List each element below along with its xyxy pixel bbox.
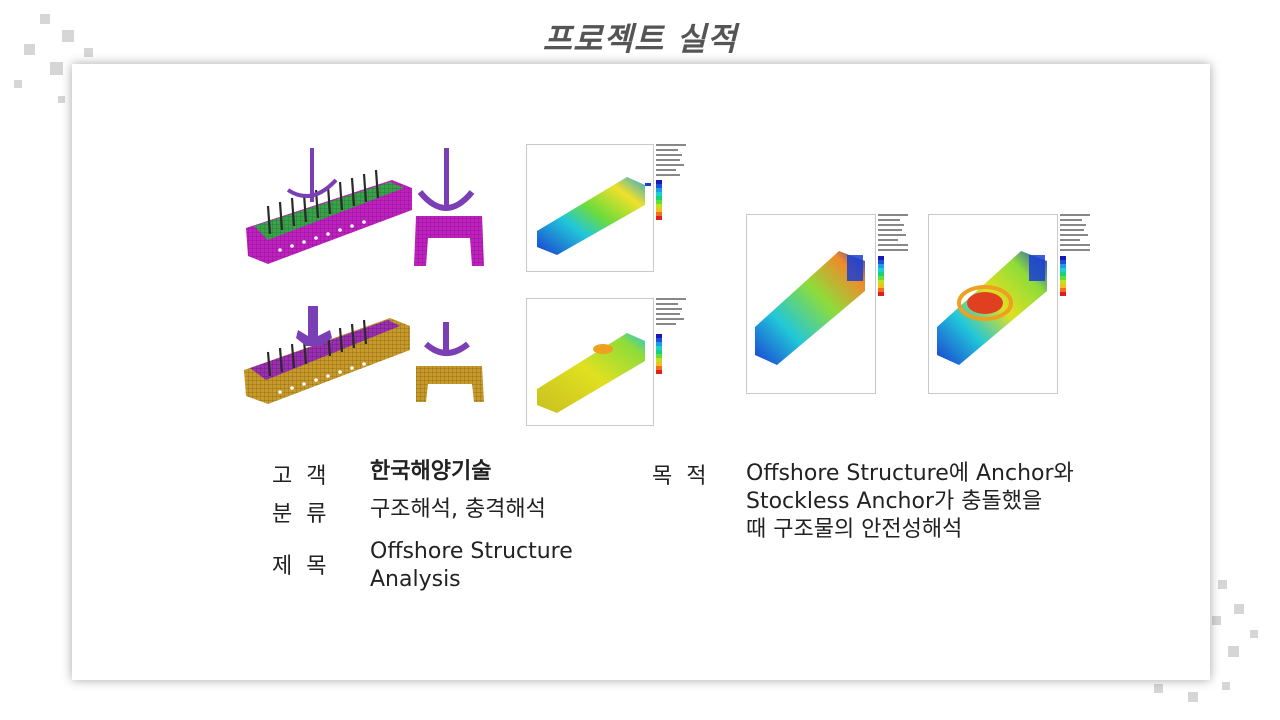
client-value: 한국해양기술	[370, 459, 492, 484]
purpose-line-1: Offshore Structure에 Anchor와	[746, 461, 1074, 486]
purpose-label: 목적	[652, 464, 721, 489]
stress-result-panel-4	[928, 214, 1058, 394]
stress-legend-2	[656, 298, 698, 380]
category-value: 구조해석, 충격해석	[370, 497, 546, 522]
anchor-side-view-bottom-image	[416, 322, 484, 402]
stress-legend-3	[878, 214, 922, 304]
title-value-line-1: Offshore Structure	[370, 539, 573, 564]
title-value-line-2: Analysis	[370, 567, 461, 592]
stress-legend-1	[656, 144, 698, 226]
purpose-line-2: Stockless Anchor가 충돌했을	[746, 489, 1043, 514]
client-label: 고객	[272, 464, 341, 489]
title-label: 제목	[272, 554, 341, 579]
category-label: 분류	[272, 502, 341, 527]
content-card: 고객 한국해양기술 분류 구조해석, 충격해석 제목 Offshore Stru…	[72, 64, 1210, 680]
fe-model-top-image	[246, 148, 412, 264]
slide-title: 프로젝트 실적	[542, 20, 738, 58]
stress-result-panel-1	[526, 144, 654, 272]
stress-result-panel-2	[526, 298, 654, 426]
project-info: 고객 한국해양기술 분류 구조해석, 충격해석 제목 Offshore Stru…	[72, 64, 1210, 680]
stress-legend-4	[1060, 214, 1104, 304]
fe-model-bottom-image	[244, 306, 410, 404]
anchor-side-view-top-image	[414, 148, 484, 266]
purpose-line-3: 때 구조물의 안전성해석	[746, 517, 963, 542]
stress-result-panel-3	[746, 214, 876, 394]
